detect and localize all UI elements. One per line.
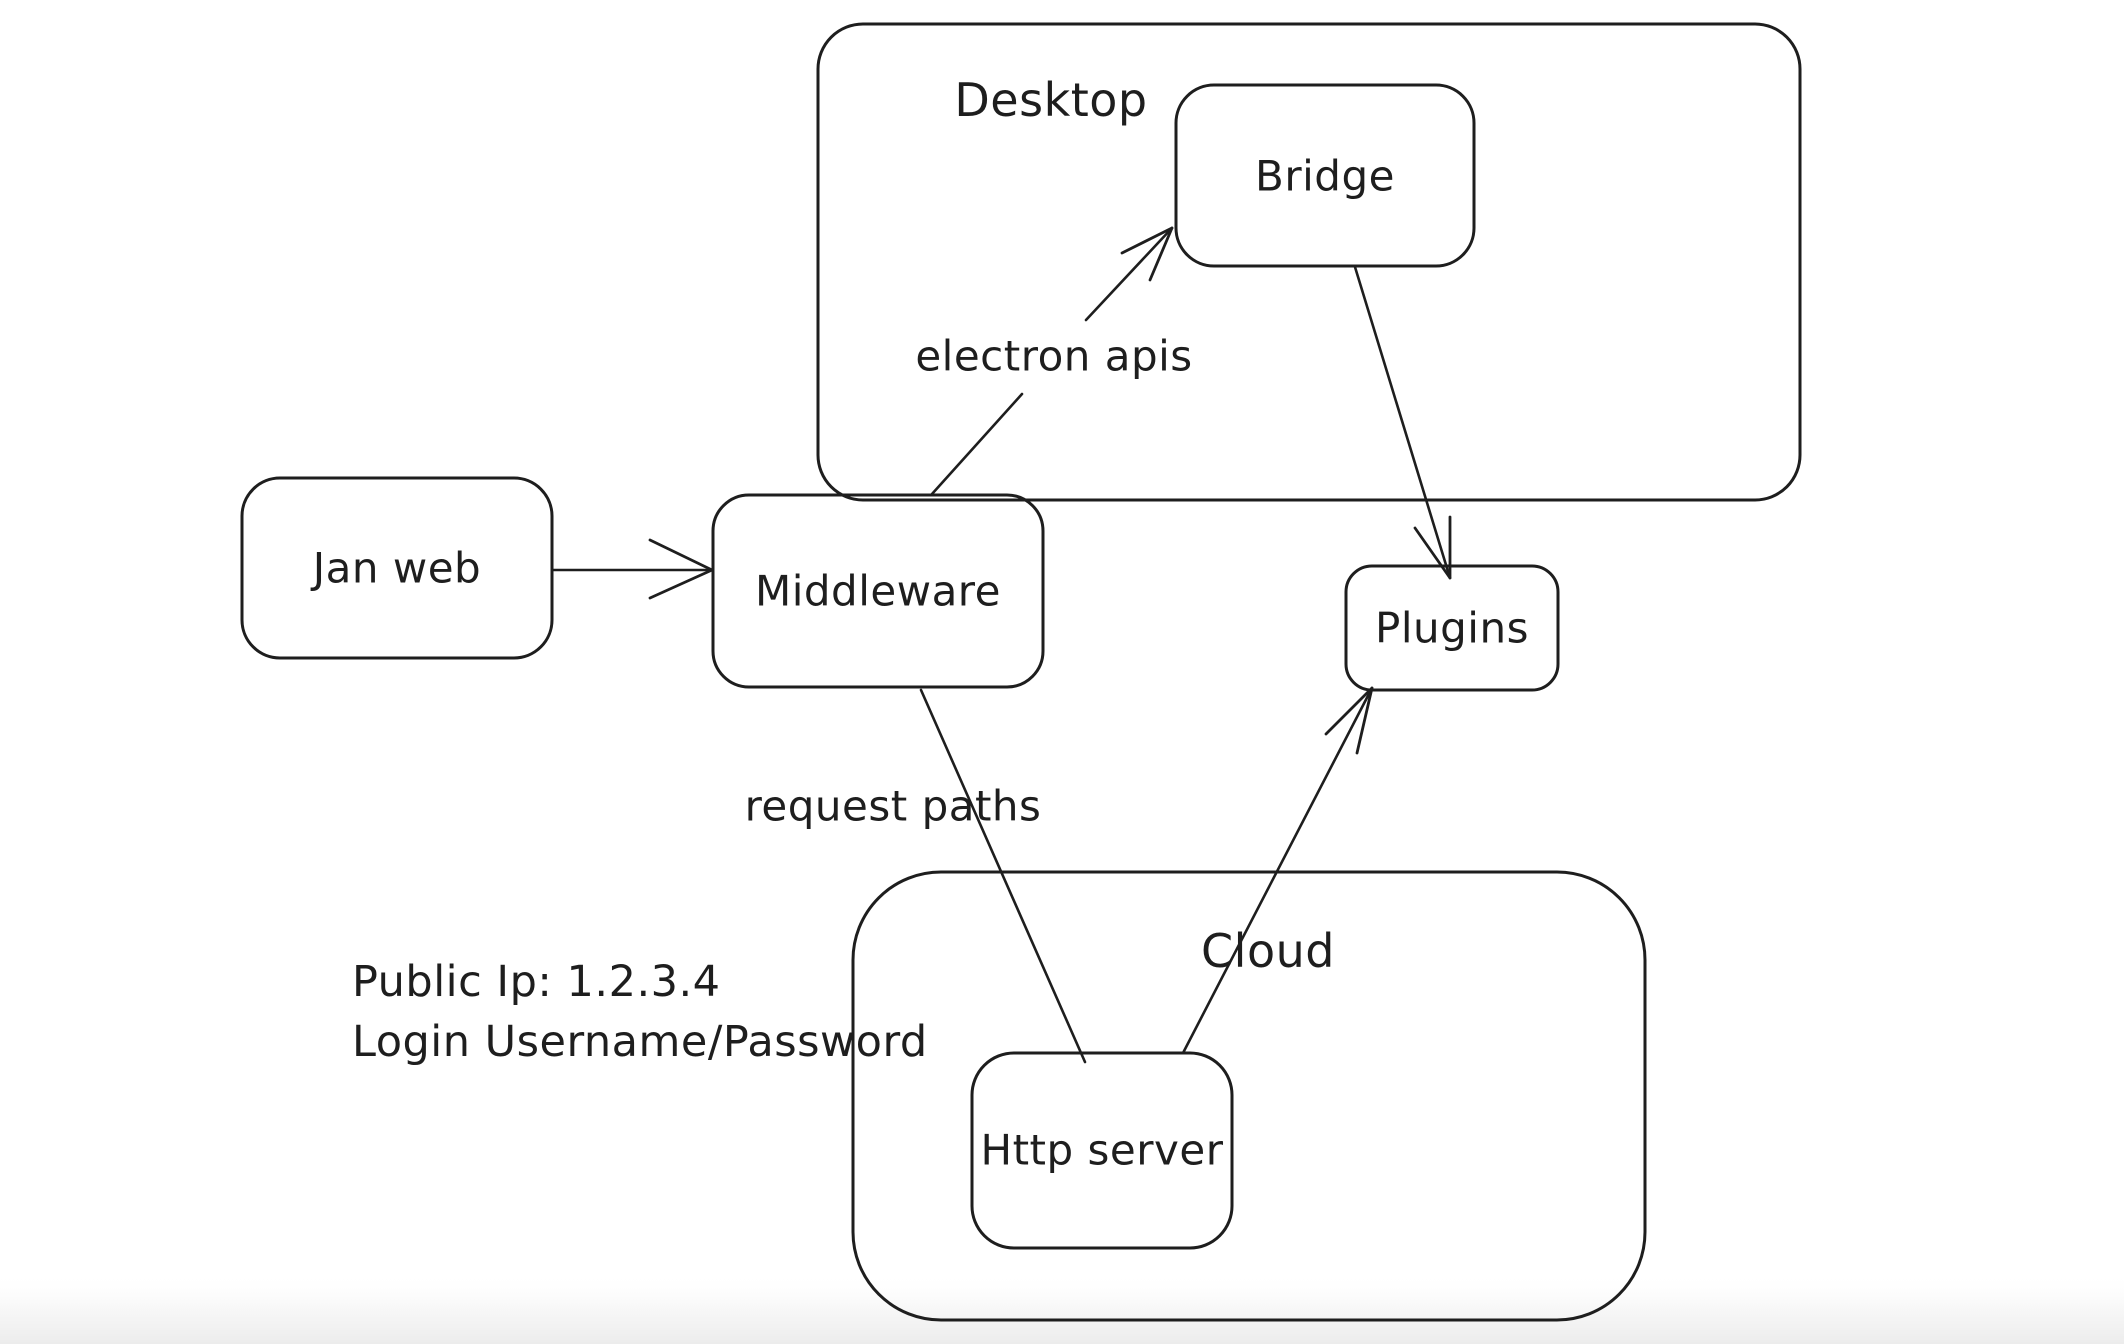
window-bottom-bar [0,1272,2124,1344]
plugins-label: Plugins [1375,604,1529,653]
annotation-credentials[interactable]: Public Ip: 1.2.3.4 Login Username/Passwo… [352,957,928,1067]
edge-middleware-to-httpserver[interactable]: request paths [745,688,1087,1064]
edge-httpserver-plugins-arrowhead [1324,686,1374,755]
edge-httpserver-plugins-line [1181,686,1374,1055]
edge-janweb-middleware-arrowhead [648,538,714,600]
bridge-box[interactable] [1174,83,1476,268]
node-plugins[interactable]: Plugins [1344,564,1560,692]
desktop-container-label: Desktop [954,73,1147,127]
login-note[interactable]: Login Username/Password [352,1017,928,1067]
node-middleware[interactable]: Middleware [711,493,1045,689]
http-server-label: Http server [981,1126,1224,1175]
edge-middleware-to-bridge[interactable]: electron apis [915,226,1192,496]
edge-middleware-bridge-arrowhead [1120,226,1174,282]
jan-web-box[interactable] [240,476,554,660]
bridge-label: Bridge [1255,152,1395,201]
node-jan-web[interactable]: Jan web [240,476,554,660]
middleware-box[interactable] [711,493,1045,689]
container-desktop[interactable]: Desktop [816,22,1802,502]
edge-bridge-to-plugins[interactable] [1353,265,1452,580]
edge-label-electron-apis[interactable]: electron apis [915,332,1192,381]
node-bridge[interactable]: Bridge [1174,83,1476,268]
edge-bridge-plugins-line [1353,265,1452,580]
http-server-box[interactable] [970,1051,1234,1250]
jan-web-label: Jan web [310,544,481,593]
middleware-label: Middleware [755,567,1001,616]
plugins-box[interactable] [1344,564,1560,692]
container-cloud[interactable]: Cloud [851,870,1647,1322]
edge-label-request-paths[interactable]: request paths [745,782,1042,831]
node-http-server[interactable]: Http server [970,1051,1234,1250]
edge-httpserver-to-plugins[interactable] [1181,686,1374,1055]
cloud-container-box[interactable] [851,870,1647,1322]
public-ip-note[interactable]: Public Ip: 1.2.3.4 [352,957,721,1007]
edge-middleware-bridge-line [930,226,1174,496]
edge-bridge-plugins-arrowhead [1413,515,1452,580]
cloud-container-label: Cloud [1201,924,1335,978]
edge-janweb-to-middleware[interactable] [550,538,714,600]
desktop-container-box[interactable] [816,22,1802,502]
edge-middleware-httpserver-line [919,688,1087,1064]
